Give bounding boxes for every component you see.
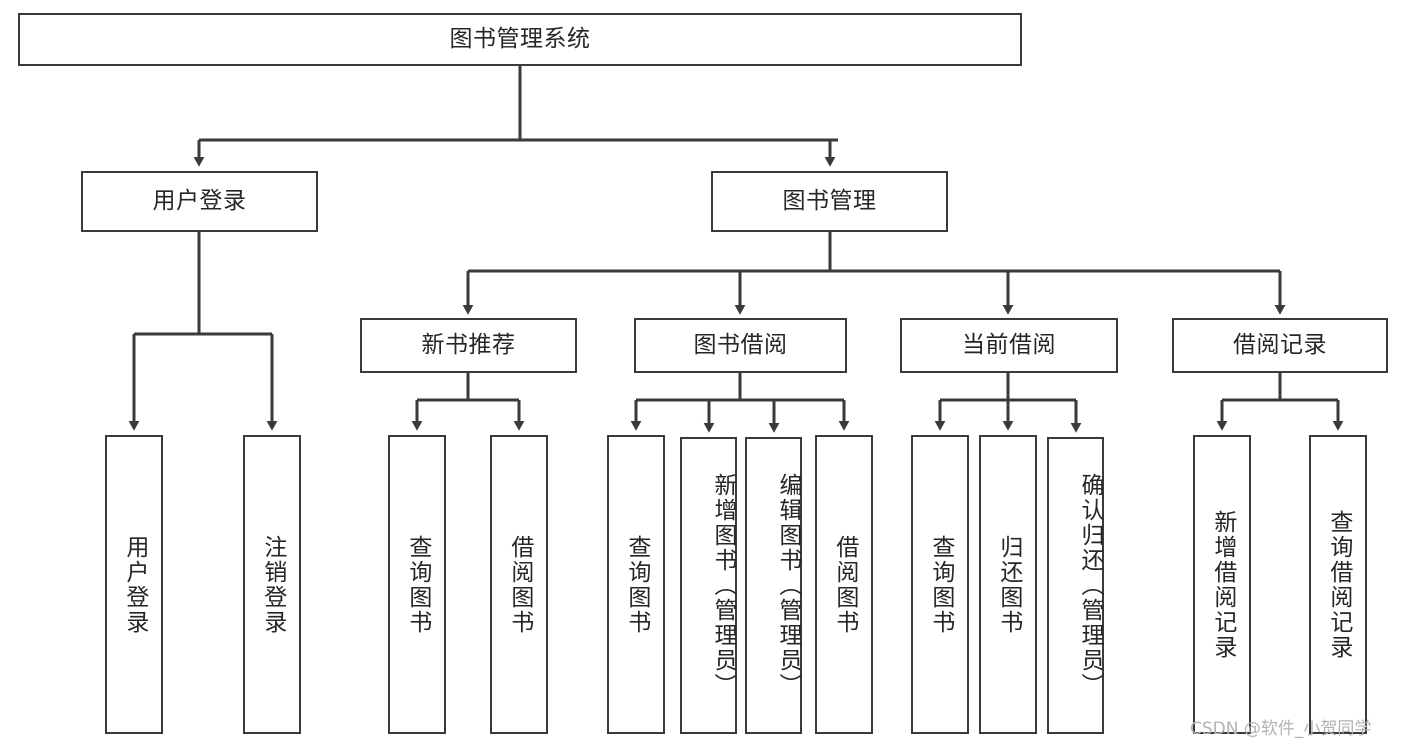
node-user-login[interactable]: 用户登录 [81,171,318,232]
leaf-current-query-book[interactable]: 查询图书 [911,435,969,734]
node-book-borrow[interactable]: 图书借阅 [634,318,847,373]
leaf-borrow-add-book-admin[interactable]: 新增图书（管理员） [680,437,737,734]
node-borrow-records[interactable]: 借阅记录 [1172,318,1388,373]
leaf-user-login-signout[interactable]: 注销登录 [243,435,301,734]
leaf-records-query-record[interactable]: 查询借阅记录 [1309,435,1367,734]
leaf-current-confirm-return-admin[interactable]: 确认归还（管理员） [1047,437,1104,734]
csdn-watermark: CSDN @软件_小贺同学 [1190,719,1372,739]
leaf-borrow-query-book[interactable]: 查询图书 [607,435,665,734]
leaf-new-books-borrow[interactable]: 借阅图书 [490,435,548,734]
node-new-book-recommend[interactable]: 新书推荐 [360,318,577,373]
node-current-borrow[interactable]: 当前借阅 [900,318,1118,373]
leaf-borrow-borrow-book[interactable]: 借阅图书 [815,435,873,734]
node-root-system[interactable]: 图书管理系统 [18,13,1022,66]
leaf-new-books-query[interactable]: 查询图书 [388,435,446,734]
leaf-records-add-record[interactable]: 新增借阅记录 [1193,435,1251,734]
node-book-management[interactable]: 图书管理 [711,171,948,232]
leaf-current-return-book[interactable]: 归还图书 [979,435,1037,734]
leaf-user-login-signin[interactable]: 用户登录 [105,435,163,734]
leaf-borrow-edit-book-admin[interactable]: 编辑图书（管理员） [745,437,802,734]
